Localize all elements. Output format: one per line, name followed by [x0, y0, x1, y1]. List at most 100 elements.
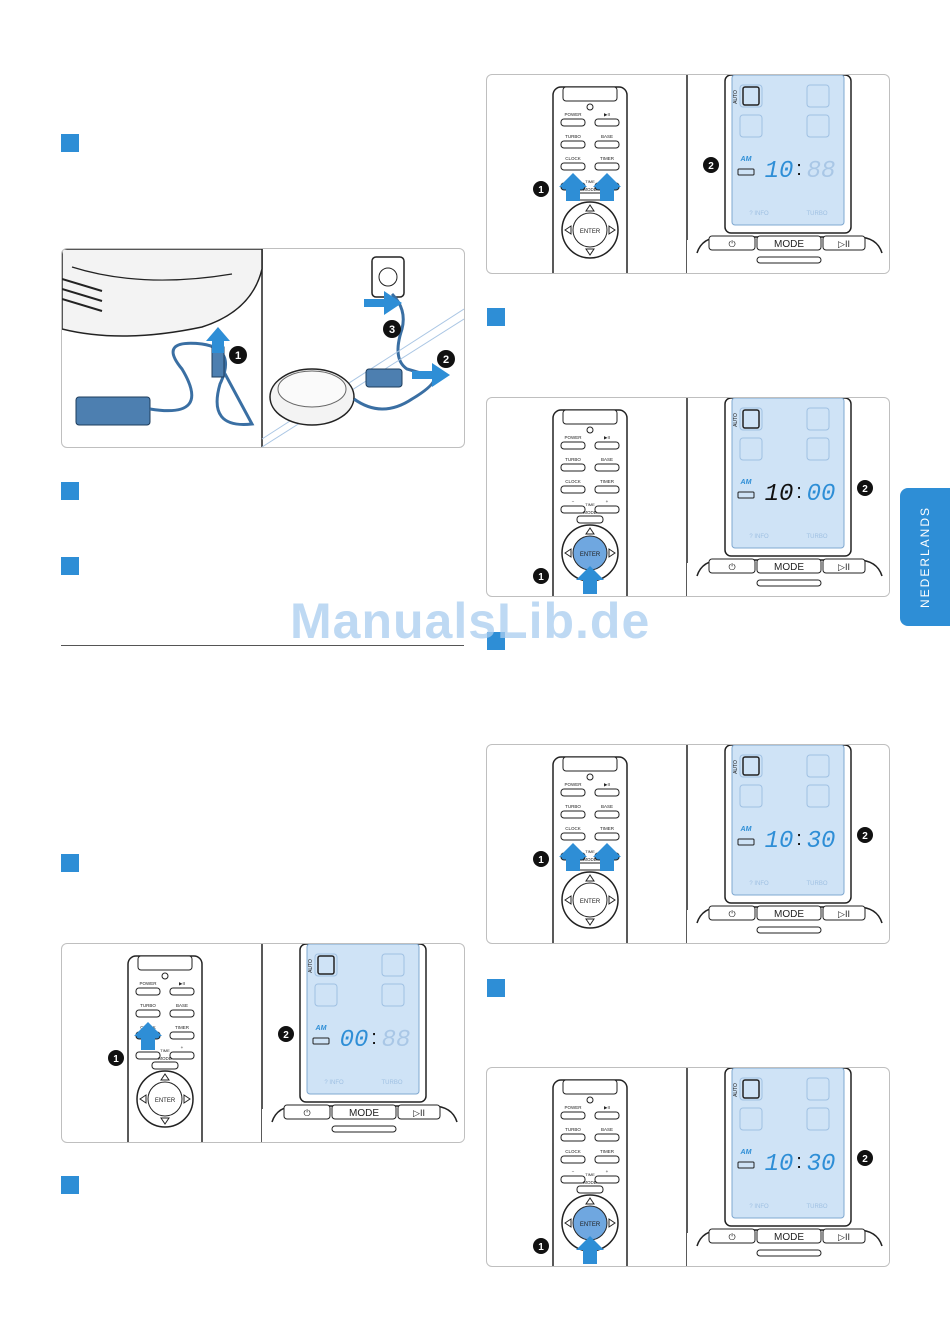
base-play-button — [397, 1104, 441, 1120]
play-symbol: ▷II — [838, 909, 850, 919]
dpad-up — [585, 204, 595, 212]
remote-button — [594, 1155, 620, 1164]
remote-mode-label: MODE — [583, 1180, 597, 1185]
remote-mode-button — [576, 1185, 604, 1194]
remote-button-label: + — [181, 1045, 184, 1050]
remote-button — [594, 832, 620, 841]
dpad-left — [564, 548, 572, 558]
dpad-down — [160, 1117, 170, 1125]
remote-button — [594, 118, 620, 127]
press-arrow — [593, 173, 621, 201]
base-mode-button — [331, 1104, 397, 1120]
auto-icon — [742, 756, 760, 776]
remote-button — [560, 505, 586, 514]
clock-colon: : — [796, 481, 802, 503]
callout-2: 2 — [857, 1150, 873, 1166]
info-label: ? INFO — [749, 1204, 769, 1210]
callout-number: 1 — [538, 1242, 544, 1253]
press-arrow — [134, 1022, 162, 1050]
svg-text:2: 2 — [443, 354, 449, 366]
charger-illustration: 1 2 3 — [61, 248, 465, 448]
remote-button — [169, 987, 195, 996]
base-mode-label: MODE — [774, 239, 804, 250]
remote-button-label: TIMER — [175, 1025, 190, 1030]
callout-number: 1 — [538, 185, 544, 196]
base-slot — [331, 1125, 397, 1133]
base-mode-button — [756, 558, 822, 574]
power-symbol: ⏻ — [728, 239, 735, 249]
dpad-left — [564, 895, 572, 905]
base-power-button — [283, 1104, 331, 1120]
callout-number: 2 — [708, 161, 714, 172]
remote-mode-button — [151, 1061, 179, 1070]
dpad-up — [585, 874, 595, 882]
base-slot — [756, 256, 822, 264]
info-label: ? INFO — [749, 881, 769, 887]
remote-button-label: BASE — [601, 804, 613, 809]
base-mode-label: MODE — [774, 909, 804, 920]
remote-button — [560, 441, 586, 450]
callout-number: 1 — [538, 572, 544, 583]
info-label: ? INFO — [749, 211, 769, 217]
lcd-screen — [731, 75, 845, 226]
auto-icon — [742, 86, 760, 106]
base-mode-label: MODE — [774, 1232, 804, 1243]
remote-time-label: TIME — [585, 502, 595, 507]
remote-button-label: POWER — [139, 981, 157, 986]
callout-2: 2 — [857, 480, 873, 496]
remote-button — [594, 485, 620, 494]
base-power-button — [708, 235, 756, 251]
step-marker — [61, 482, 79, 500]
callout-3: 3 — [383, 320, 401, 338]
play-symbol: ▷II — [838, 562, 850, 572]
turbo-label: TURBO — [807, 534, 828, 540]
remote-button — [594, 162, 620, 171]
clock-hours: 10 — [765, 158, 794, 185]
remote-button-label: TURBO — [565, 457, 581, 462]
clock-hours: 00 — [340, 1027, 369, 1054]
remote-control: POWER▶IITURBOBASECLOCKTIMER−+TIMEMODEENT… — [552, 86, 628, 273]
remote-button-label: ▶II — [604, 1105, 610, 1110]
remote-button — [135, 1009, 161, 1018]
step-marker — [487, 979, 505, 997]
dpad-right — [608, 895, 616, 905]
remote-time-label: TIME — [585, 849, 595, 854]
remote-mode-label: MODE — [583, 510, 597, 515]
battery-icon — [737, 838, 755, 846]
remote-enter-button — [147, 1081, 183, 1117]
remote-button — [560, 1175, 586, 1184]
base-mode-label: MODE — [349, 1108, 379, 1119]
clock-hours: 10 — [765, 828, 794, 855]
dpad-down — [585, 918, 595, 926]
dpad-right — [183, 1094, 191, 1104]
remote-enter-label: ENTER — [580, 1222, 601, 1228]
remote-button-label: BASE — [601, 134, 613, 139]
am-label: AM — [740, 479, 752, 486]
am-label: AM — [315, 1025, 327, 1032]
remote-button — [594, 788, 620, 797]
auto-label: AUTO — [733, 1083, 739, 1097]
turbo-label: TURBO — [807, 1204, 828, 1210]
battery-icon — [737, 491, 755, 499]
power-symbol: ⏻ — [728, 562, 735, 572]
clock-colon: : — [371, 1027, 377, 1049]
remote-button — [594, 1133, 620, 1142]
remote-time-label: TIME — [585, 179, 595, 184]
callout-2: 2 — [703, 157, 719, 173]
clock-hours: 10 — [765, 1151, 794, 1178]
callout-number: 2 — [862, 831, 868, 842]
clock-colon: : — [796, 158, 802, 180]
clock-minutes: 30 — [807, 828, 836, 855]
dpad-left — [564, 225, 572, 235]
remote-button-label: CLOCK — [565, 156, 581, 161]
remote-button-label: − — [572, 1169, 575, 1174]
base-power-button — [708, 1228, 756, 1244]
callout-number: 2 — [862, 484, 868, 495]
callout-number: 2 — [283, 1030, 289, 1041]
remote-button — [560, 1133, 586, 1142]
callout-number: 1 — [113, 1054, 119, 1065]
base-play-button — [822, 1228, 866, 1244]
